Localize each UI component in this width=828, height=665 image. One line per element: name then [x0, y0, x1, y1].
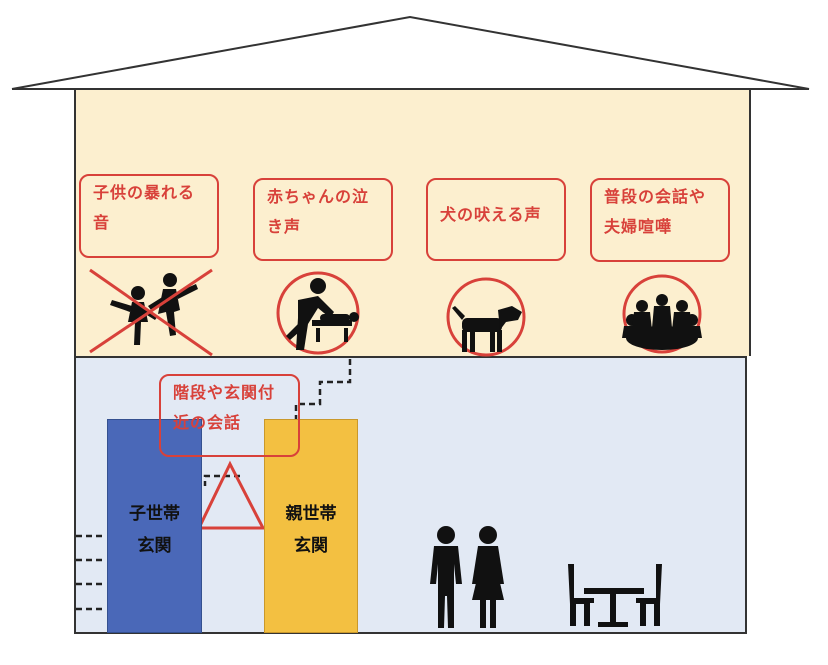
- label-dog-barking-line1: 犬の吠える声: [440, 205, 542, 224]
- child-household-entrance: 子世帯 玄関: [107, 419, 202, 633]
- label-kids-noise-line2: 音: [93, 213, 111, 232]
- dining-table-icon: [568, 564, 662, 627]
- label-stairs-entrance-talk: 階段や玄関付 近の会話: [159, 374, 300, 457]
- kids-playing-crossed-icon: [89, 268, 213, 357]
- left-dashed-lines: [76, 534, 106, 611]
- child-door-line2: 玄関: [137, 536, 172, 556]
- roof: [11, 15, 810, 90]
- label-daily-talk: 普段の会話や 夫婦喧嘩: [590, 178, 730, 262]
- child-door-line1: 子世帯: [129, 504, 180, 524]
- dog-icon: [446, 277, 526, 357]
- warning-triangle-icon: [196, 460, 266, 530]
- label-kids-noise: 子供の暴れる 音: [79, 174, 219, 258]
- label-baby-crying: 赤ちゃんの泣 き声: [253, 178, 393, 261]
- meeting-group-icon: [622, 274, 702, 354]
- label-stairs-line1: 階段や玄関付: [173, 383, 276, 402]
- label-stairs-line2: 近の会話: [173, 413, 242, 432]
- upper-floor: [74, 89, 751, 356]
- stair-dashed-line-lower: [203, 474, 240, 486]
- label-baby-crying-line1: 赤ちゃんの泣: [267, 187, 370, 206]
- label-daily-talk-line1: 普段の会話や: [604, 187, 707, 206]
- parent-door-line1: 親世帯: [285, 504, 337, 524]
- couple-icon: [430, 526, 504, 628]
- label-daily-talk-line2: 夫婦喧嘩: [604, 217, 673, 236]
- parent-household-entrance: 親世帯 玄関: [264, 419, 358, 633]
- parent-door-line2: 玄関: [294, 536, 328, 556]
- label-dog-barking: 犬の吠える声: [426, 178, 566, 261]
- label-kids-noise-line1: 子供の暴れる: [93, 183, 196, 202]
- baby-changing-icon: [276, 271, 360, 355]
- label-baby-crying-line2: き声: [267, 217, 302, 236]
